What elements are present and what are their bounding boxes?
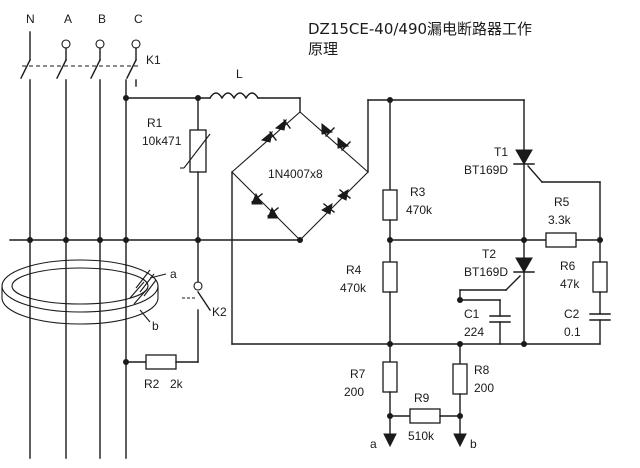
- r8-ref: R8: [474, 363, 490, 377]
- resistor-r4: [382, 261, 398, 293]
- resistor-r3: [382, 189, 398, 221]
- r9-value: 510k: [408, 429, 435, 443]
- r3-value: 470k: [406, 203, 433, 217]
- output-arrow-a: [383, 433, 397, 448]
- k1-label: K1: [146, 53, 161, 67]
- r9-ref: R9: [414, 391, 430, 405]
- r7-value: 200: [344, 385, 364, 399]
- diagram-title-line1: DZ15CE-40/490漏电断路器工作: [308, 20, 532, 38]
- r2-ref: R2: [144, 377, 160, 391]
- r1-value: 10k471: [142, 134, 182, 148]
- r6-value: 47k: [560, 277, 580, 291]
- resistor-r9: [409, 408, 441, 424]
- r6-ref: R6: [560, 259, 576, 273]
- output-terminal-a: a: [370, 437, 377, 451]
- r7-ref: R7: [350, 367, 366, 381]
- resistor-r7: [382, 361, 398, 393]
- phase-label-b: B: [98, 12, 106, 26]
- r1-ref: R1: [147, 116, 163, 130]
- coil-terminal-a: a: [170, 267, 177, 281]
- varistor-r1: [189, 129, 207, 173]
- t2-value: BT169D: [464, 265, 508, 279]
- t1-value: BT169D: [464, 163, 508, 177]
- top-bus: [123, 92, 301, 131]
- c1-ref: C1: [464, 307, 480, 321]
- output-arrow-b: [453, 433, 467, 448]
- r2-value: 2k: [170, 377, 184, 391]
- r8-value: 200: [474, 381, 494, 395]
- resistor-r8: [452, 363, 468, 395]
- current-transformer: [1, 259, 159, 325]
- output-terminal-b: b: [470, 437, 477, 451]
- test-switch-k2: [182, 239, 211, 363]
- phase-label-n: N: [26, 12, 35, 26]
- scr-t2: [459, 239, 535, 347]
- bridge-label: 1N4007x8: [268, 167, 323, 181]
- coil-terminal-b: b: [152, 319, 159, 333]
- r4-value: 470k: [340, 281, 367, 295]
- phase-lines: [20, 31, 141, 459]
- t2-ref: T2: [482, 247, 496, 261]
- resistor-r2: [145, 354, 177, 370]
- resistor-r5: [545, 232, 577, 248]
- phase-label-a: A: [64, 12, 72, 26]
- inductor-label: L: [236, 67, 243, 81]
- t1-ref: T1: [494, 145, 508, 159]
- phase-label-c: C: [134, 12, 143, 26]
- c2-value: 0.1: [564, 325, 581, 339]
- inductor-l: [209, 92, 259, 100]
- r4-ref: R4: [346, 263, 362, 277]
- r5-ref: R5: [554, 195, 570, 209]
- r3-ref: R3: [410, 185, 426, 199]
- resistor-r6: [592, 261, 608, 293]
- c2-ref: C2: [564, 307, 580, 321]
- c1-value: 224: [464, 325, 484, 339]
- k2-label: K2: [212, 305, 227, 319]
- diagram-title-line2: 原理: [308, 40, 338, 58]
- r5-value: 3.3k: [548, 213, 572, 227]
